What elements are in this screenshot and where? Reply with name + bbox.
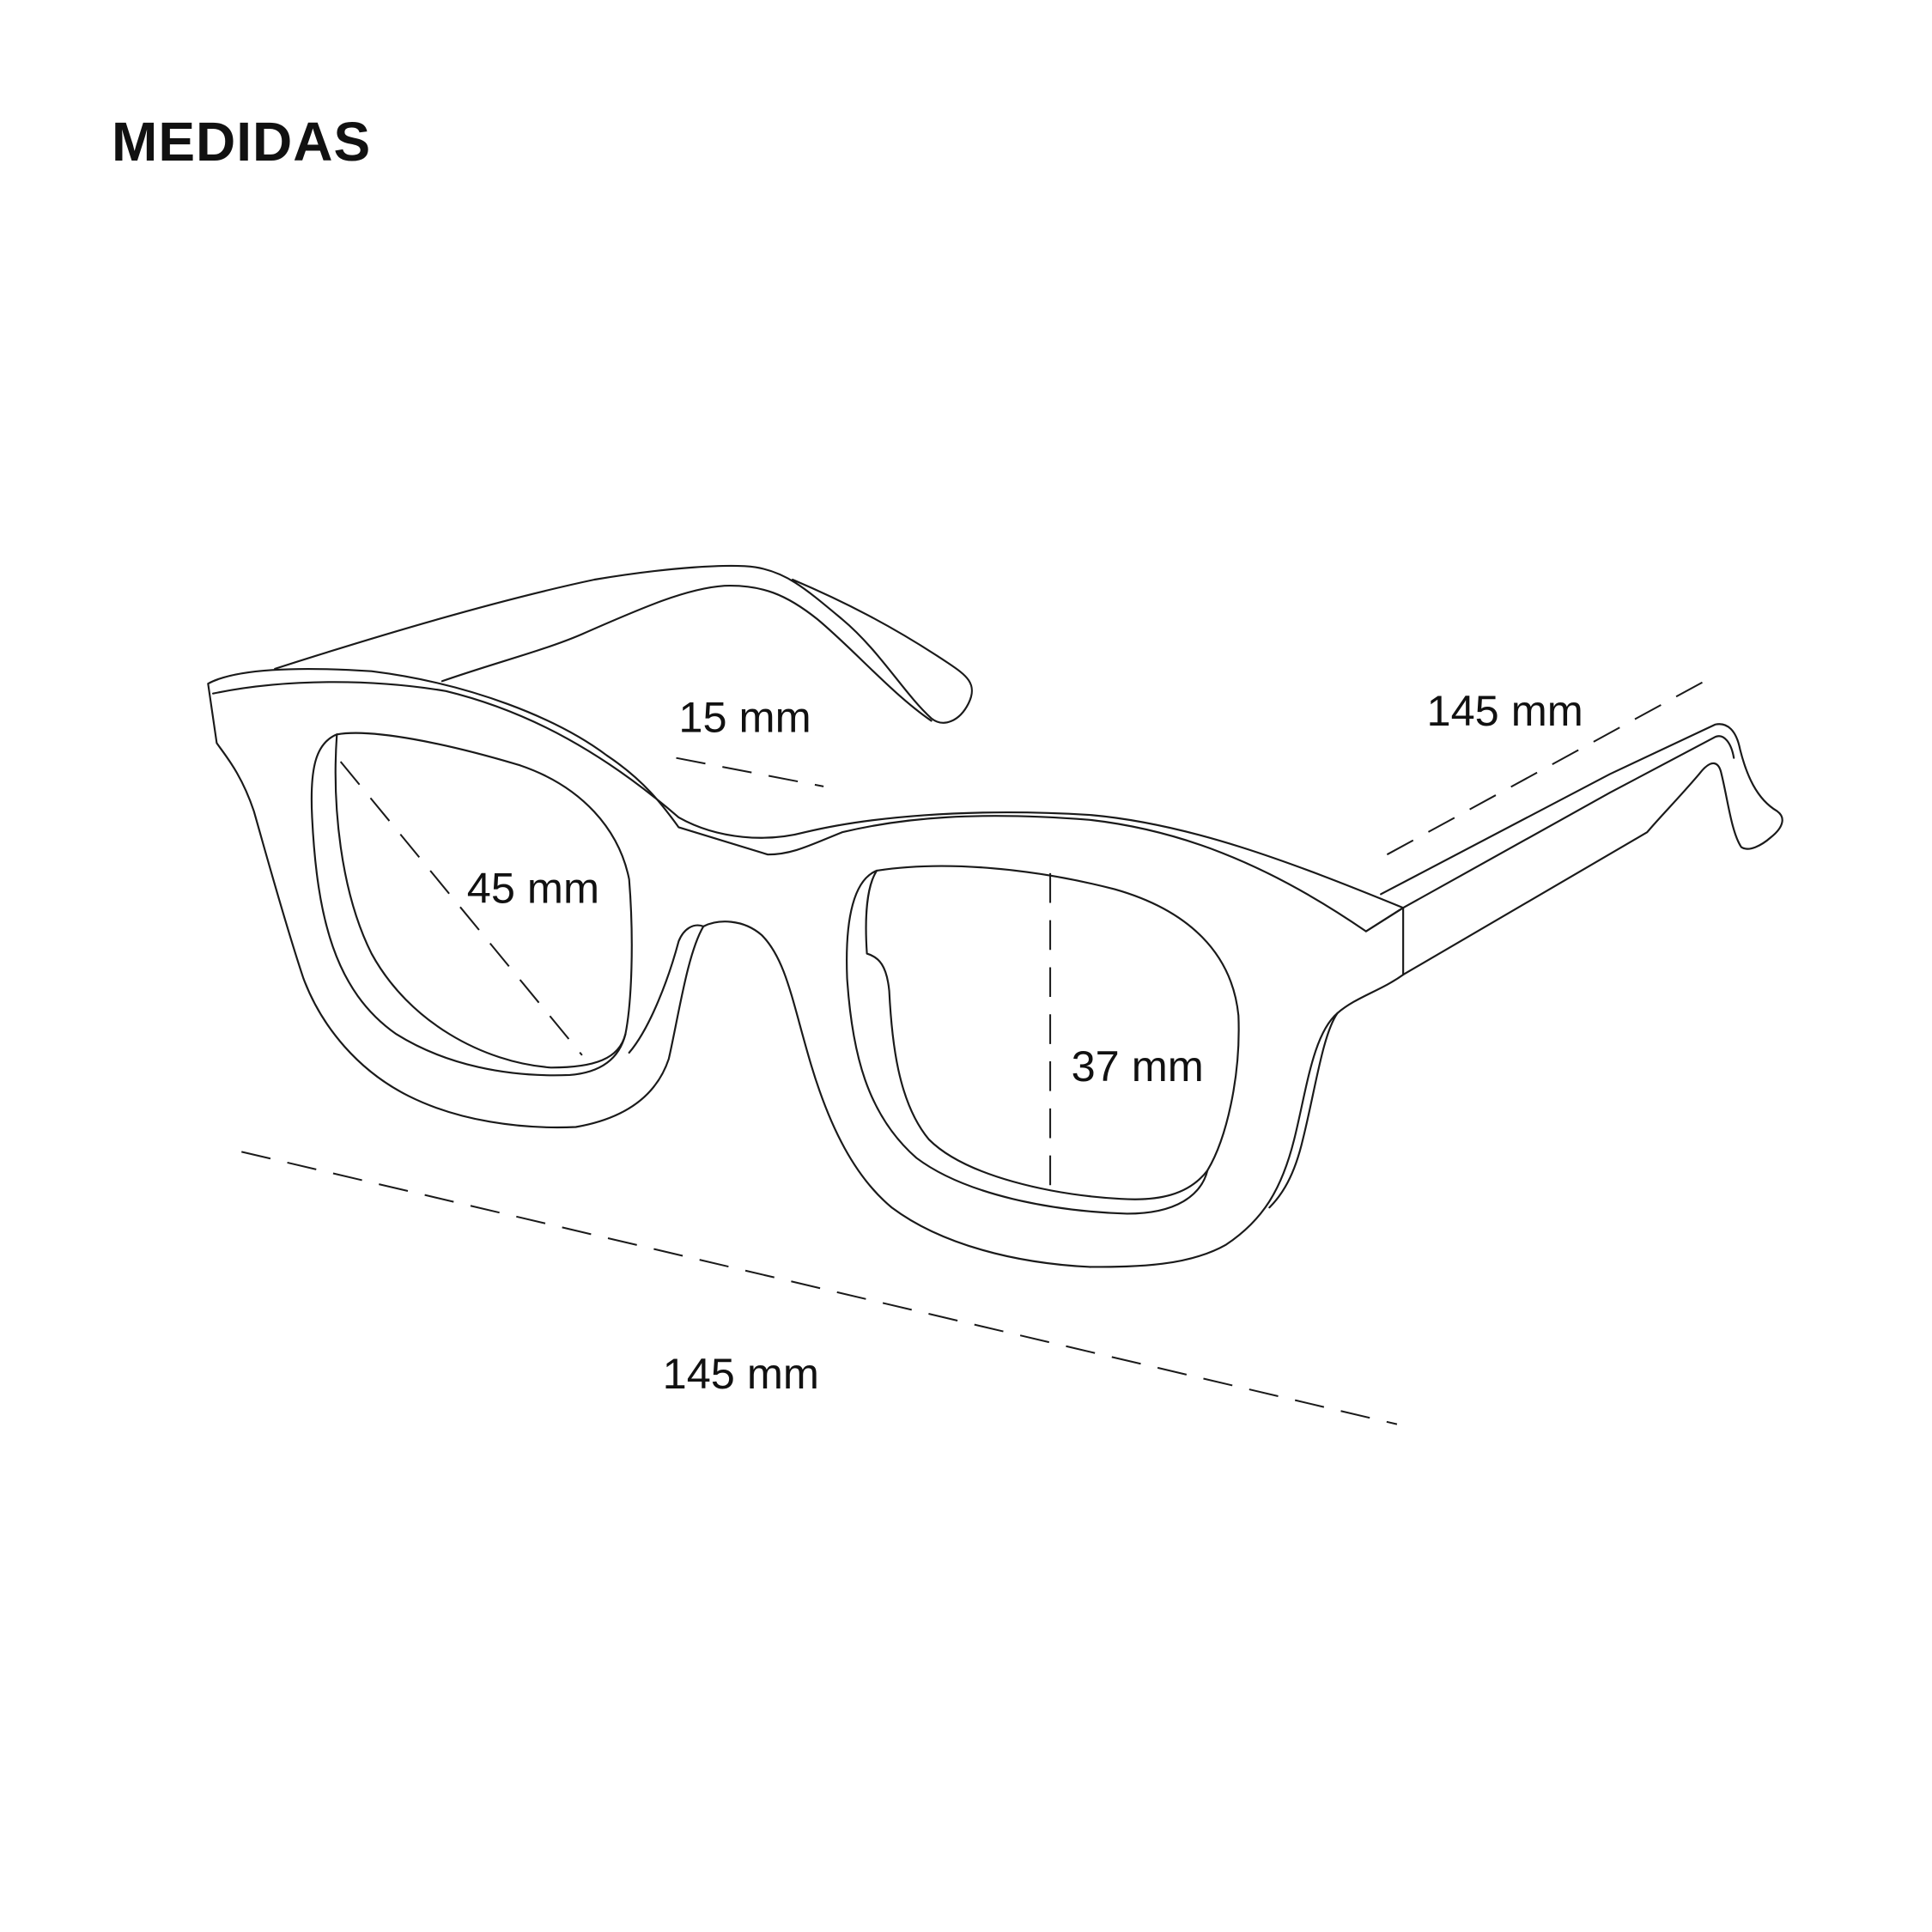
page-title: MEDIDAS — [112, 111, 372, 173]
frame-width-dimension-line — [241, 1151, 1398, 1425]
left-nose-pad — [628, 924, 705, 1054]
bridge-dimension-line — [676, 756, 824, 787]
left-lens-bevel — [310, 733, 627, 1077]
right-lens-rim — [865, 865, 1240, 1200]
frame-outer — [207, 667, 1405, 1268]
right-hinge-side — [1268, 1012, 1339, 1209]
back-temple — [274, 564, 974, 724]
temple-dimension-line — [1386, 677, 1710, 856]
lens-width-dimension-line — [339, 761, 583, 1056]
back-temple-inner — [440, 585, 933, 722]
right-lens-bevel — [846, 869, 1209, 1215]
right-temple — [1380, 723, 1783, 976]
right-temple-edge — [1364, 735, 1735, 933]
temple-length-label: 145 mm — [1427, 686, 1583, 735]
bridge-label: 15 mm — [678, 692, 811, 741]
lens-width-label: 45 mm — [467, 863, 599, 912]
frame-width-label: 145 mm — [663, 1349, 819, 1398]
lens-height-label: 37 mm — [1072, 1042, 1204, 1091]
frame-top-edge — [211, 681, 1405, 909]
